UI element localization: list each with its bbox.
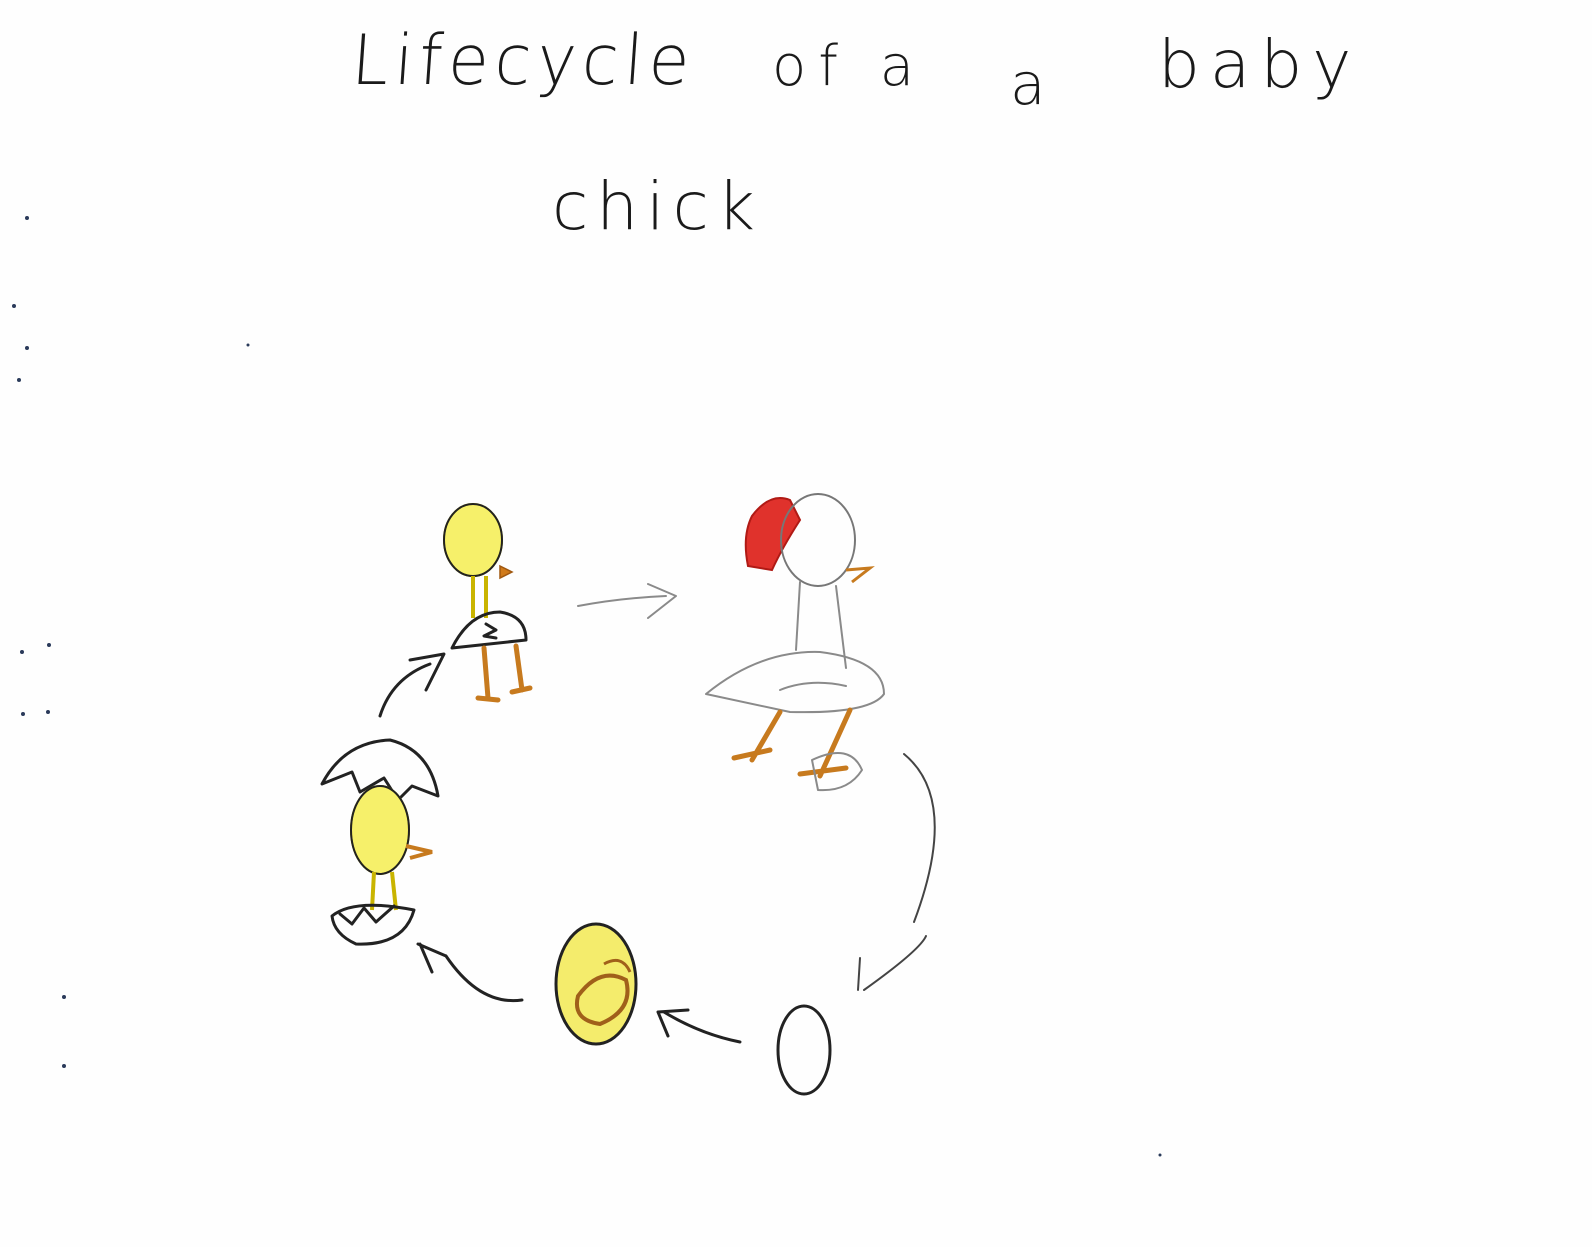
title-word-of-a: of a: [772, 34, 927, 99]
egg-icon: [776, 1004, 832, 1096]
arrow-hen-to-egg: [857, 753, 936, 991]
hatching-chick-icon: [320, 738, 440, 946]
title-word-baby: baby: [1158, 26, 1362, 103]
arrow-hatching-to-chick: [378, 652, 446, 718]
title-word-a: a: [1010, 50, 1052, 118]
chick-icon: [443, 503, 533, 703]
title-word-chick: chick: [552, 168, 763, 245]
margin-specks: [12, 216, 1162, 1157]
arrow-egg-to-embryo: [656, 1008, 742, 1044]
embryo-egg-icon: [554, 922, 638, 1046]
arrow-chick-to-hen: [577, 583, 677, 619]
hen-icon: [705, 493, 885, 792]
arrow-embryo-to-hatching: [416, 942, 524, 1003]
